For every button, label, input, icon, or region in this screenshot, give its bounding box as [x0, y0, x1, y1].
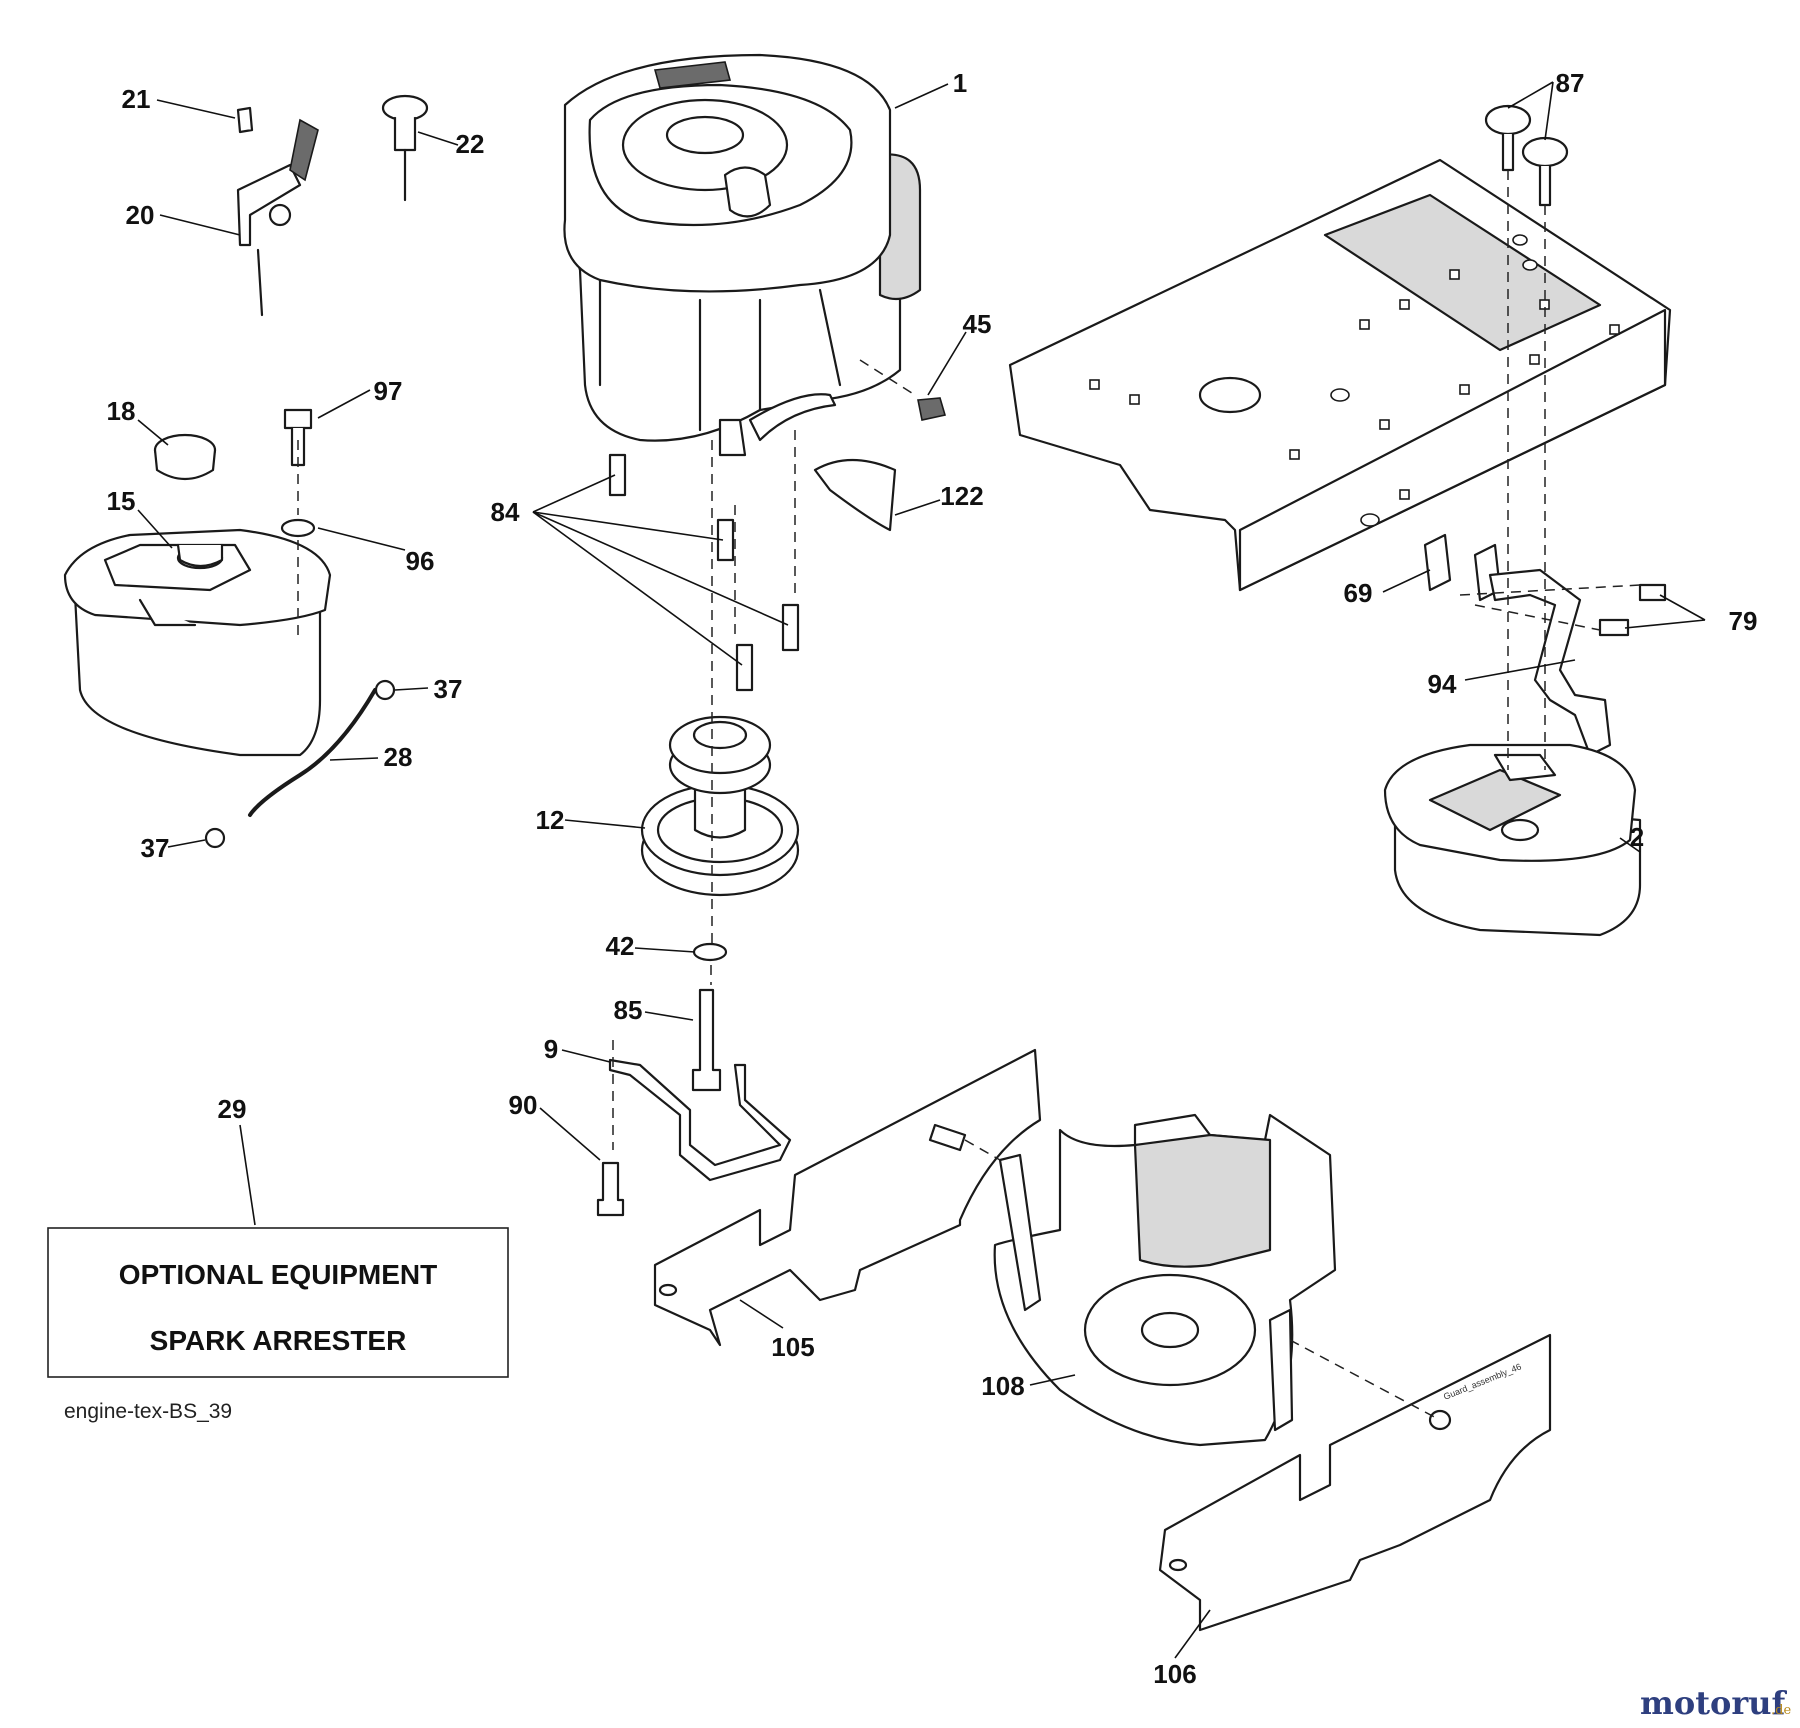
knobs-87 [1484, 104, 1569, 207]
svg-text:.de: .de [1771, 1703, 1791, 1718]
bracket-105 [653, 1048, 1042, 1347]
choke-knob [381, 94, 429, 202]
fuel-line [248, 688, 377, 817]
washer-96 [280, 518, 316, 538]
optional-equipment-box: OPTIONAL EQUIPMENT SPARK ARRESTER [47, 1227, 509, 1378]
bolt-85 [691, 988, 722, 1092]
nut-45 [917, 397, 947, 421]
spark-arrester-label: SPARK ARRESTER [150, 1325, 407, 1356]
bracket-106-bushing [1428, 1409, 1452, 1431]
callout-29: 29 [218, 1094, 247, 1124]
callout-79: 79 [1729, 606, 1758, 636]
muffler-2 [1383, 743, 1642, 937]
bracket-106-hole [1168, 1558, 1188, 1572]
optional-equipment-title: OPTIONAL EQUIPMENT [119, 1259, 437, 1290]
callout-122: 122 [940, 481, 983, 511]
bolt-90 [596, 1161, 625, 1217]
pulley-12 [640, 715, 800, 897]
callout-106: 106 [1153, 1659, 1196, 1689]
callout-42: 42 [606, 931, 635, 961]
bolts-84 [608, 453, 800, 692]
bolt-105 [928, 1123, 967, 1152]
callout-21: 21 [122, 84, 151, 114]
callout-22: 22 [456, 129, 485, 159]
callout-2: 2 [1630, 822, 1644, 852]
callout-20: 20 [126, 200, 155, 230]
callout-108: 108 [981, 1371, 1024, 1401]
bracket-106 [1158, 1333, 1552, 1632]
callout-9: 9 [544, 1034, 558, 1064]
callout-45: 45 [963, 309, 992, 339]
throttle-control [236, 106, 319, 317]
diagram-code: engine-tex-BS_39 [64, 1400, 232, 1423]
clamp-37-bottom [204, 827, 226, 849]
callout-87: 87 [1556, 68, 1585, 98]
callout-28: 28 [384, 742, 413, 772]
callout-labels: 1 21 22 20 18 15 97 96 37 28 37 45 84 12… [107, 68, 1758, 1689]
callout-37-bottom: 37 [141, 833, 170, 863]
engine-part [563, 53, 922, 457]
washer-42 [692, 942, 728, 962]
callout-37-top: 37 [434, 674, 463, 704]
fuel-cap [153, 433, 217, 481]
svg-text:motoruf: motoruf [1640, 1684, 1787, 1722]
callout-96: 96 [406, 546, 435, 576]
callout-69: 69 [1344, 578, 1373, 608]
callout-85: 85 [614, 995, 643, 1025]
callout-105: 105 [771, 1332, 814, 1362]
bolt-97 [283, 408, 313, 467]
chassis-plate [1008, 158, 1672, 592]
callout-84: 84 [491, 497, 520, 527]
belt-guide-9 [608, 1058, 792, 1182]
callout-18: 18 [107, 396, 136, 426]
callout-97: 97 [374, 376, 403, 406]
guard-assembly-108 [993, 1113, 1337, 1447]
callout-15: 15 [107, 486, 136, 516]
motoruf-watermark-logo: motoruf .de [1640, 1684, 1791, 1722]
leader-lines [137, 81, 1706, 1659]
alignment-lines [297, 170, 1641, 1421]
gaskets-69 [1423, 533, 1502, 602]
fuel-tank [63, 528, 332, 757]
callout-90: 90 [509, 1090, 538, 1120]
clamp-37-top [374, 679, 396, 701]
bracket-105-hole [658, 1283, 678, 1297]
callout-1: 1 [953, 68, 967, 98]
callout-12: 12 [536, 805, 565, 835]
callout-94: 94 [1428, 669, 1457, 699]
heat-shield-122 [813, 458, 897, 532]
